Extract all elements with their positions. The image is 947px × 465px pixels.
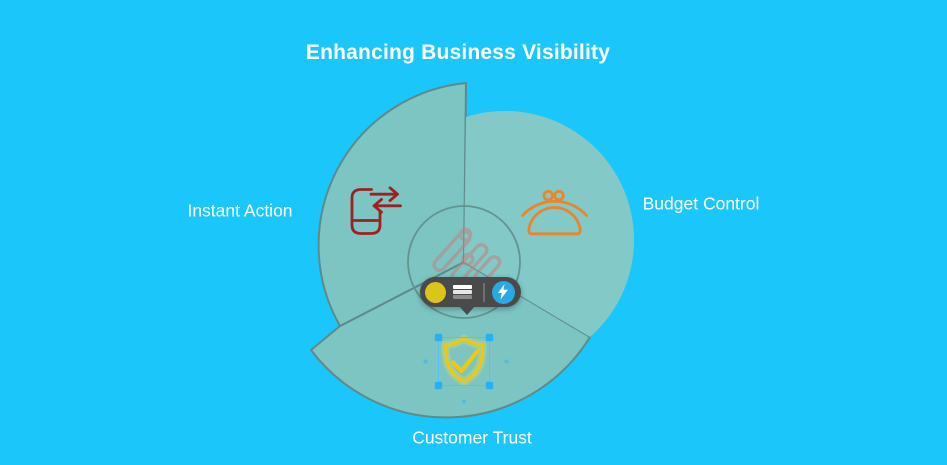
lightning-bolt-icon [497,284,508,300]
purse-icon[interactable] [521,189,588,236]
phone-transfer-icon[interactable] [350,186,402,235]
selection-handle-ne[interactable] [485,333,494,342]
selection-box [423,333,509,404]
toolbar-divider [483,282,485,302]
inner-circle [407,205,521,319]
toolbar-pointer [459,306,475,315]
selection-dot-right [504,359,509,364]
label-customer-trust[interactable]: Customer Trust [412,427,532,448]
label-instant-action[interactable]: Instant Action [187,200,293,221]
animate-button[interactable] [491,280,515,304]
selection-dot-left [423,359,428,364]
floating-toolbar [420,277,521,315]
selection-dot-bottom [462,399,466,404]
pie-slice-customer-trust[interactable] [310,261,591,419]
selection-handle-sw[interactable] [434,381,443,390]
selection-handle-se[interactable] [485,381,494,390]
fill-color-swatch-button[interactable] [425,281,446,303]
selection-handle-nw[interactable] [434,333,443,342]
shield-check-icon[interactable] [441,334,487,386]
page-title[interactable]: Enhancing Business Visibility [305,41,611,64]
label-budget-control[interactable]: Budget Control [642,193,760,214]
list-icon[interactable] [453,285,472,299]
